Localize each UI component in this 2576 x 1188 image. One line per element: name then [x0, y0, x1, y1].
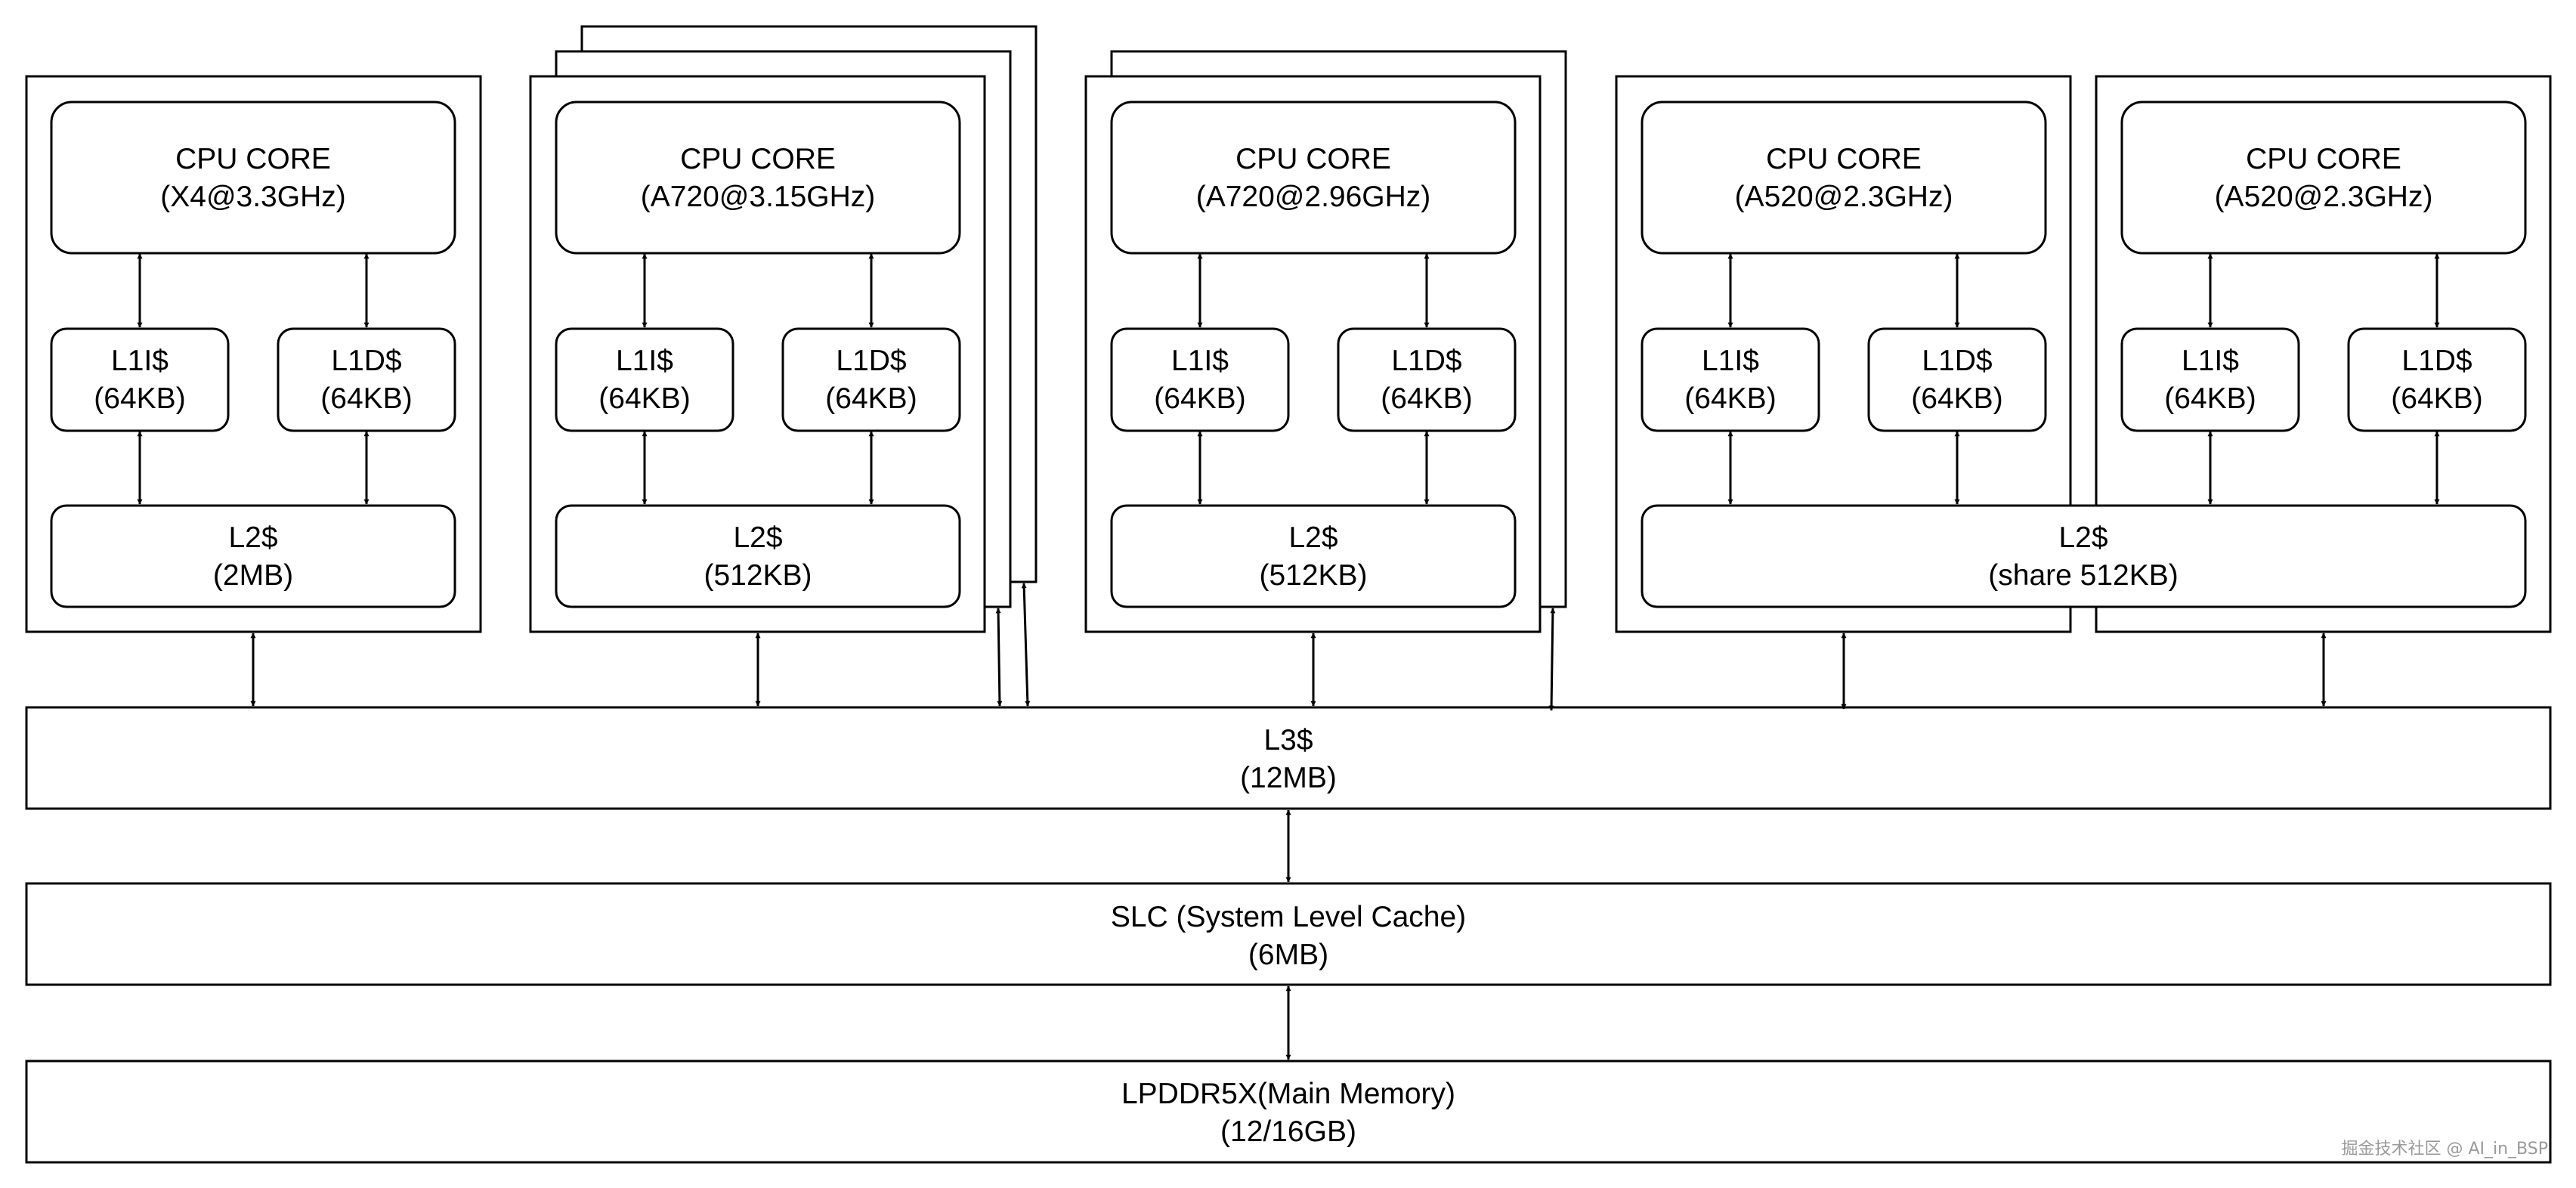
cluster-5: CPU CORE (A520@2.3GHz) L1I$ (64KB) L1D$ …: [2120, 101, 2527, 432]
cpu-core-spec: (A720@3.15GHz): [641, 181, 876, 213]
l1d-cache-box: [1337, 327, 1517, 432]
cpu-core-title: CPU CORE: [175, 143, 331, 175]
l1d-size: (64KB): [1381, 382, 1472, 415]
l1i-title: L1I$: [1702, 345, 1759, 377]
l1d-cache-box: [1867, 327, 2047, 432]
l1i-title: L1I$: [1171, 345, 1229, 377]
shared-l2-size: (share 512KB): [1988, 559, 2178, 592]
cpu-core-title: CPU CORE: [1235, 143, 1391, 175]
cpu-core-box: [2120, 101, 2527, 255]
l1d-cache-box: [277, 327, 456, 432]
l2-size: (512KB): [704, 559, 812, 592]
cpu-core-spec: (A520@2.3GHz): [2215, 181, 2433, 213]
l2-size: (512KB): [1259, 559, 1367, 592]
l1i-cache-box: [50, 327, 230, 432]
slc-box: [25, 882, 2552, 986]
slc-size: (6MB): [1248, 939, 1328, 971]
l1i-title: L1I$: [111, 345, 169, 377]
memory-title: LPDDR5X(Main Memory): [1121, 1078, 1455, 1110]
cluster-1: CPU CORE (X4@3.3GHz) L1I$ (64KB) L1D$ (6…: [50, 101, 456, 608]
shared-l2-title: L2$: [2058, 521, 2107, 554]
cpu-core-box: [555, 101, 961, 255]
l1i-size: (64KB): [2164, 382, 2256, 415]
cpu-core-box: [1110, 101, 1517, 255]
cpu-core-spec: (A720@2.96GHz): [1196, 181, 1431, 213]
slc-title: SLC (System Level Cache): [1111, 901, 1466, 933]
watermark-text: 掘金技术社区 @ AI_in_BSP: [2341, 1140, 2548, 1159]
cpu-core-spec: (X4@3.3GHz): [160, 181, 345, 213]
cpu-core-title: CPU CORE: [2246, 143, 2401, 175]
stacked-cluster-l3-arrow: [1021, 583, 1031, 707]
l1i-size: (64KB): [598, 382, 690, 415]
l1i-size: (64KB): [1154, 382, 1245, 415]
l2-cache-box: [50, 504, 456, 608]
l1d-cache-box: [2347, 327, 2527, 432]
l1d-size: (64KB): [320, 382, 412, 415]
l1i-title: L1I$: [2182, 345, 2239, 377]
l2-size: (2MB): [213, 559, 293, 592]
l3-size: (12MB): [1240, 762, 1337, 794]
l1i-cache-box: [1641, 327, 1820, 432]
l1d-title: L1D$: [331, 345, 402, 377]
cpu-core-box: [1641, 101, 2047, 255]
main-memory-box: [25, 1060, 2552, 1164]
l1i-cache-box: [1110, 327, 1290, 432]
l1i-title: L1I$: [616, 345, 673, 377]
l3-cache-box: [25, 706, 2552, 810]
l1d-size: (64KB): [1911, 382, 2002, 415]
l1d-title: L1D$: [1922, 345, 1993, 377]
l2-cache-box: [1110, 504, 1517, 608]
l1d-size: (64KB): [825, 382, 917, 415]
cpu-core-title: CPU CORE: [1766, 143, 1922, 175]
l1d-size: (64KB): [2391, 382, 2482, 415]
shared-l2-cache-box: [1641, 504, 2527, 608]
l1i-cache-box: [2120, 327, 2300, 432]
cluster-4: CPU CORE (A520@2.3GHz) L1I$ (64KB) L1D$ …: [1641, 101, 2047, 432]
l2-title: L2$: [733, 521, 782, 554]
l2-title: L2$: [1288, 521, 1337, 554]
l1i-cache-box: [555, 327, 734, 432]
cluster-3: CPU CORE (A720@2.96GHz) L1I$ (64KB) L1D$…: [1110, 101, 1517, 608]
cluster-2: CPU CORE (A720@3.15GHz) L1I$ (64KB) L1D$…: [555, 101, 961, 608]
l1d-title: L1D$: [1391, 345, 1462, 377]
cpu-core-spec: (A520@2.3GHz): [1735, 181, 1953, 213]
cpu-core-box: [50, 101, 456, 255]
cpu-core-title: CPU CORE: [680, 143, 836, 175]
stacked-cluster-l3-arrow: [995, 608, 1003, 707]
l1i-size: (64KB): [94, 382, 185, 415]
l1i-size: (64KB): [1684, 382, 1776, 415]
connector-arrows: [137, 253, 2440, 1060]
l1d-title: L1D$: [836, 345, 907, 377]
l2-cache-box: [555, 504, 961, 608]
l2-title: L2$: [228, 521, 277, 554]
memory-size: (12/16GB): [1220, 1115, 1356, 1148]
stacked-cluster-l3-arrow: [1548, 608, 1556, 711]
l1d-cache-box: [781, 327, 961, 432]
l1d-title: L1D$: [2401, 345, 2472, 377]
l3-title: L3$: [1263, 724, 1313, 756]
